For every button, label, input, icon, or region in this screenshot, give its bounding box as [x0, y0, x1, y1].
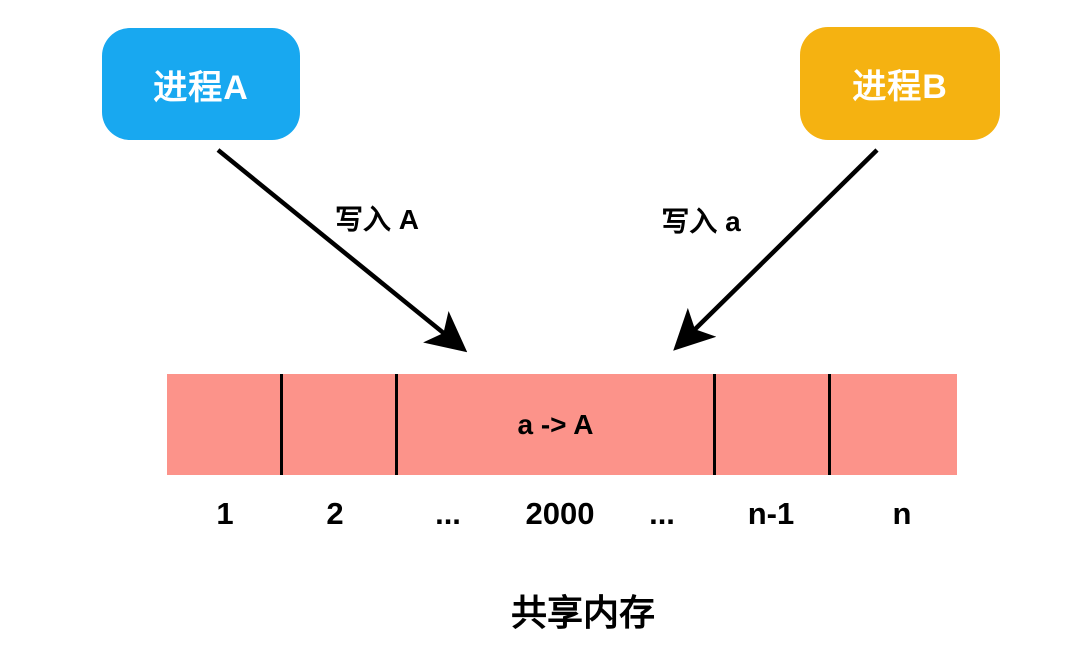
- memory-cell-2: [283, 374, 398, 475]
- memory-cell-n: [831, 374, 957, 475]
- memory-cell-1: [167, 374, 283, 475]
- memory-index-label: 1: [216, 496, 234, 531]
- write-a-arrow: [216, 148, 468, 353]
- process-a-box: 进程A: [102, 28, 300, 140]
- memory-index-label: n-1: [747, 496, 795, 531]
- memory-index-label: n: [892, 496, 912, 531]
- memory-cell-n-1: [716, 374, 831, 475]
- process-b-box: 进程B: [800, 27, 1000, 140]
- process-a-label: 进程A: [153, 68, 249, 107]
- write-a-arrow-label: 写入 A: [334, 204, 420, 235]
- diagram-caption: 共享内存: [510, 592, 656, 633]
- shared-memory-bar: a -> A: [167, 374, 957, 475]
- write-b-arrow: [673, 148, 879, 351]
- memory-index-label: ...: [649, 496, 675, 531]
- memory-cell-2000: a -> A: [398, 374, 716, 475]
- memory-index-label: 2: [326, 496, 344, 531]
- memory-cell-value: a -> A: [517, 408, 594, 440]
- memory-index-label: ...: [435, 496, 461, 531]
- write-b-arrow-label: 写入 a: [661, 206, 741, 237]
- memory-index-label: 2000: [525, 496, 595, 531]
- process-b-label: 进程B: [852, 68, 948, 106]
